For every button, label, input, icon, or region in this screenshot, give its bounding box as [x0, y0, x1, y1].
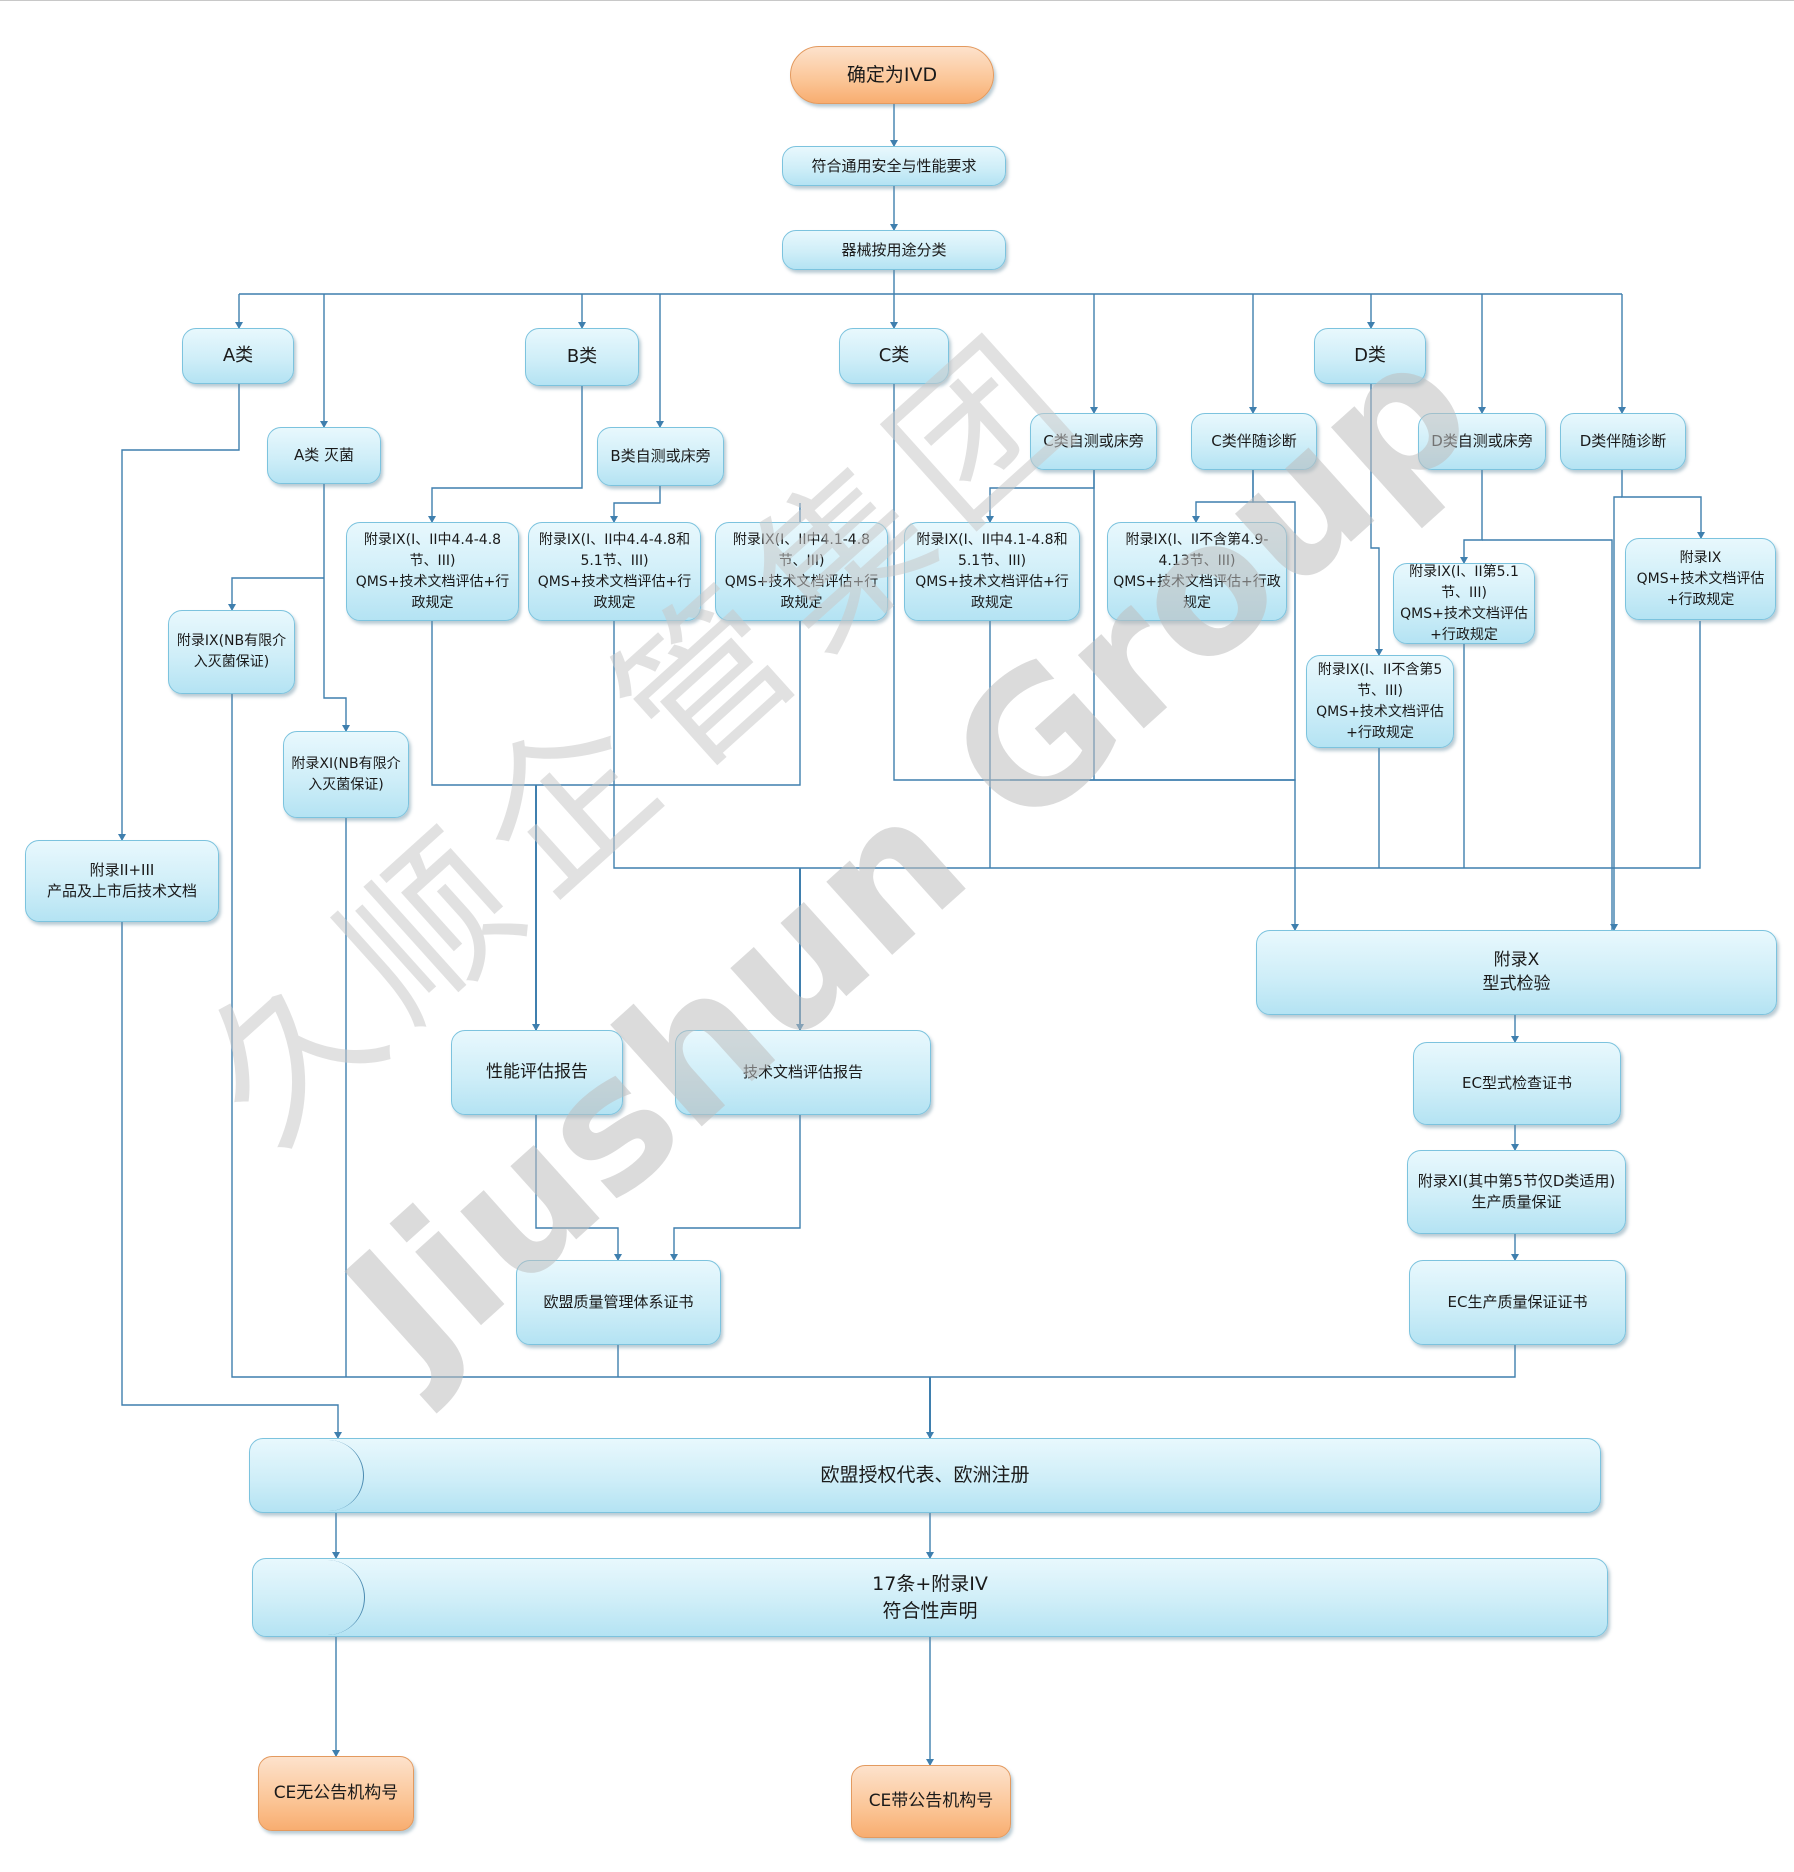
- ec-prod-cert-node: EC生产质量保证证书: [1409, 1260, 1626, 1345]
- d-self-test-node: D类自测或床旁: [1418, 413, 1546, 470]
- a-sterile-ix-label: 附录IX(NB有限介入灭菌保证): [176, 633, 287, 670]
- connector: [986, 470, 1095, 523]
- connector: [1482, 539, 1613, 930]
- d-annex-node: 附录IX(I、II不含第5节、III) QMS+技术文档评估+行政规定: [1306, 655, 1454, 748]
- connector: [428, 386, 583, 523]
- c-self-test-node: C类自测或床旁: [1030, 413, 1157, 470]
- declaration-label: 17条+附录IV 符合性声明: [872, 1572, 988, 1622]
- d-self-annex-label: 附录IX(I、II第5.1节、III) QMS+技术文档评估+行政规定: [1400, 563, 1528, 643]
- annex-x-label: 附录X 型式检验: [1482, 949, 1551, 994]
- perf-report-node: 性能评估报告: [451, 1030, 623, 1115]
- a-sterile-xi-node: 附录XI(NB有限介入灭菌保证): [283, 731, 409, 818]
- connector: [1621, 470, 1705, 539]
- connector: [231, 694, 1516, 1378]
- tech-report-label: 技术文档评估报告: [742, 1063, 863, 1081]
- b-self-annex-node: 附录IX(I、II中4.4-4.8和5.1节、III) QMS+技术文档评估+行…: [528, 522, 701, 621]
- class-a-label: A类: [222, 345, 254, 367]
- perf-report-label: 性能评估报告: [486, 1061, 588, 1082]
- class-c-label: C类: [878, 345, 910, 367]
- class-b-label: B类: [566, 346, 598, 368]
- annex-xi-prod-node: 附录XI(其中第5节仅D类适用) 生产质量保证: [1407, 1150, 1626, 1234]
- qms-cert-label: 欧盟质量管理体系证书: [543, 1293, 694, 1311]
- c-annex-label: 附录IX(I、II中4.1-4.8节、III) QMS+技术文档评估+行政规定: [724, 531, 879, 611]
- c-comp-annex-label: 附录IX(I、II不含第4.9-4.13节、III) QMS+技术文档评估+行政…: [1113, 531, 1281, 611]
- tech-report-node: 技术文档评估报告: [675, 1030, 931, 1115]
- annex-x-node: 附录X 型式检验: [1256, 930, 1777, 1015]
- connector: [431, 621, 801, 786]
- b-self-test-node: B类自测或床旁: [597, 427, 724, 486]
- gspr-node-label: 符合通用安全与性能要求: [811, 156, 977, 175]
- class-a-node: A类: [182, 328, 294, 384]
- connector: [610, 486, 661, 523]
- declaration-node: 17条+附录IV 符合性声明: [252, 1558, 1608, 1637]
- class-d-label: D类: [1354, 345, 1386, 367]
- connector: [228, 577, 324, 611]
- connector: [1370, 384, 1383, 656]
- qms-cert-node: 欧盟质量管理体系证书: [516, 1260, 721, 1345]
- d-companion-node: D类伴随诊断: [1560, 413, 1686, 470]
- top-border: [0, 0, 1794, 1]
- connector: [1010, 470, 1296, 781]
- b-annex-node: 附录IX(I、II中4.4-4.8节、III) QMS+技术文档评估+行政规定: [346, 522, 519, 621]
- connector: [613, 621, 1701, 869]
- class-c-node: C类: [839, 328, 949, 384]
- connector: [535, 1115, 622, 1261]
- c-companion-node: C类伴随诊断: [1191, 413, 1317, 470]
- a-sterile-label: A类 灭菌: [293, 446, 355, 464]
- declaration-curve: [252, 1560, 365, 1635]
- d-comp-annex-node: 附录IX QMS+技术文档评估+行政规定: [1625, 538, 1776, 620]
- connector: [1460, 470, 1483, 564]
- c-self-test-label: C类自测或床旁: [1043, 432, 1144, 450]
- d-annex-label: 附录IX(I、II不含第5节、III) QMS+技术文档评估+行政规定: [1316, 661, 1444, 741]
- d-self-test-label: D类自测或床旁: [1431, 432, 1533, 450]
- c-companion-label: C类伴随诊断: [1211, 432, 1297, 450]
- a-sterile-node: A类 灭菌: [267, 427, 381, 484]
- eu-rep-curve: [249, 1440, 364, 1511]
- start-node: 确定为IVD: [790, 46, 994, 104]
- b-annex-label: 附录IX(I、II中4.4-4.8节、III) QMS+技术文档评估+行政规定: [355, 531, 510, 611]
- ce-with-nb-label: CE带公告机构号: [868, 1790, 994, 1811]
- annex-xi-prod-label: 附录XI(其中第5节仅D类适用) 生产质量保证: [1417, 1172, 1616, 1211]
- c-self-annex-node: 附录IX(I、II中4.1-4.8和5.1节、III) QMS+技术文档评估+行…: [904, 522, 1080, 621]
- d-comp-annex-label: 附录IX QMS+技术文档评估+行政规定: [1636, 549, 1765, 608]
- b-self-test-label: B类自测或床旁: [610, 447, 711, 465]
- ec-type-cert-label: EC型式检查证书: [1462, 1074, 1572, 1092]
- connector: [118, 384, 240, 841]
- connector: [1192, 470, 1254, 523]
- ce-no-nb-node: CE无公告机构号: [258, 1756, 414, 1831]
- ec-type-cert-node: EC型式检查证书: [1413, 1042, 1621, 1125]
- ce-no-nb-label: CE无公告机构号: [273, 1782, 399, 1803]
- class-d-node: D类: [1314, 328, 1426, 384]
- class-b-node: B类: [525, 328, 639, 386]
- c-comp-annex-node: 附录IX(I、II不含第4.9-4.13节、III) QMS+技术文档评估+行政…: [1107, 522, 1287, 621]
- start-node-label: 确定为IVD: [846, 63, 938, 86]
- ce-with-nb-node: CE带公告机构号: [851, 1765, 1011, 1838]
- gspr-node: 符合通用安全与性能要求: [782, 146, 1006, 186]
- connector: [1610, 496, 1622, 931]
- d-companion-label: D类伴随诊断: [1579, 432, 1667, 450]
- c-self-annex-label: 附录IX(I、II中4.1-4.8和5.1节、III) QMS+技术文档评估+行…: [915, 531, 1069, 611]
- annex-2-3-label: 附录II+III 产品及上市后技术文档: [46, 861, 197, 900]
- d-self-annex-node: 附录IX(I、II第5.1节、III) QMS+技术文档评估+行政规定: [1393, 563, 1535, 644]
- b-self-annex-label: 附录IX(I、II中4.4-4.8和5.1节、III) QMS+技术文档评估+行…: [537, 531, 692, 611]
- a-sterile-ix-node: 附录IX(NB有限介入灭菌保证): [168, 610, 295, 694]
- c-annex-node: 附录IX(I、II中4.1-4.8节、III) QMS+技术文档评估+行政规定: [715, 522, 888, 621]
- connector: [121, 922, 342, 1439]
- connector: [323, 484, 350, 732]
- classify-node-label: 器械按用途分类: [841, 240, 947, 259]
- annex-2-3-node: 附录II+III 产品及上市后技术文档: [25, 840, 219, 922]
- connector: [670, 1115, 801, 1261]
- ec-prod-cert-label: EC生产质量保证证书: [1447, 1293, 1588, 1311]
- eu-rep-label: 欧盟授权代表、欧洲注册: [820, 1464, 1030, 1487]
- a-sterile-xi-label: 附录XI(NB有限介入灭菌保证): [291, 755, 401, 793]
- eu-rep-node: 欧盟授权代表、欧洲注册: [249, 1438, 1601, 1513]
- classify-node: 器械按用途分类: [782, 230, 1006, 270]
